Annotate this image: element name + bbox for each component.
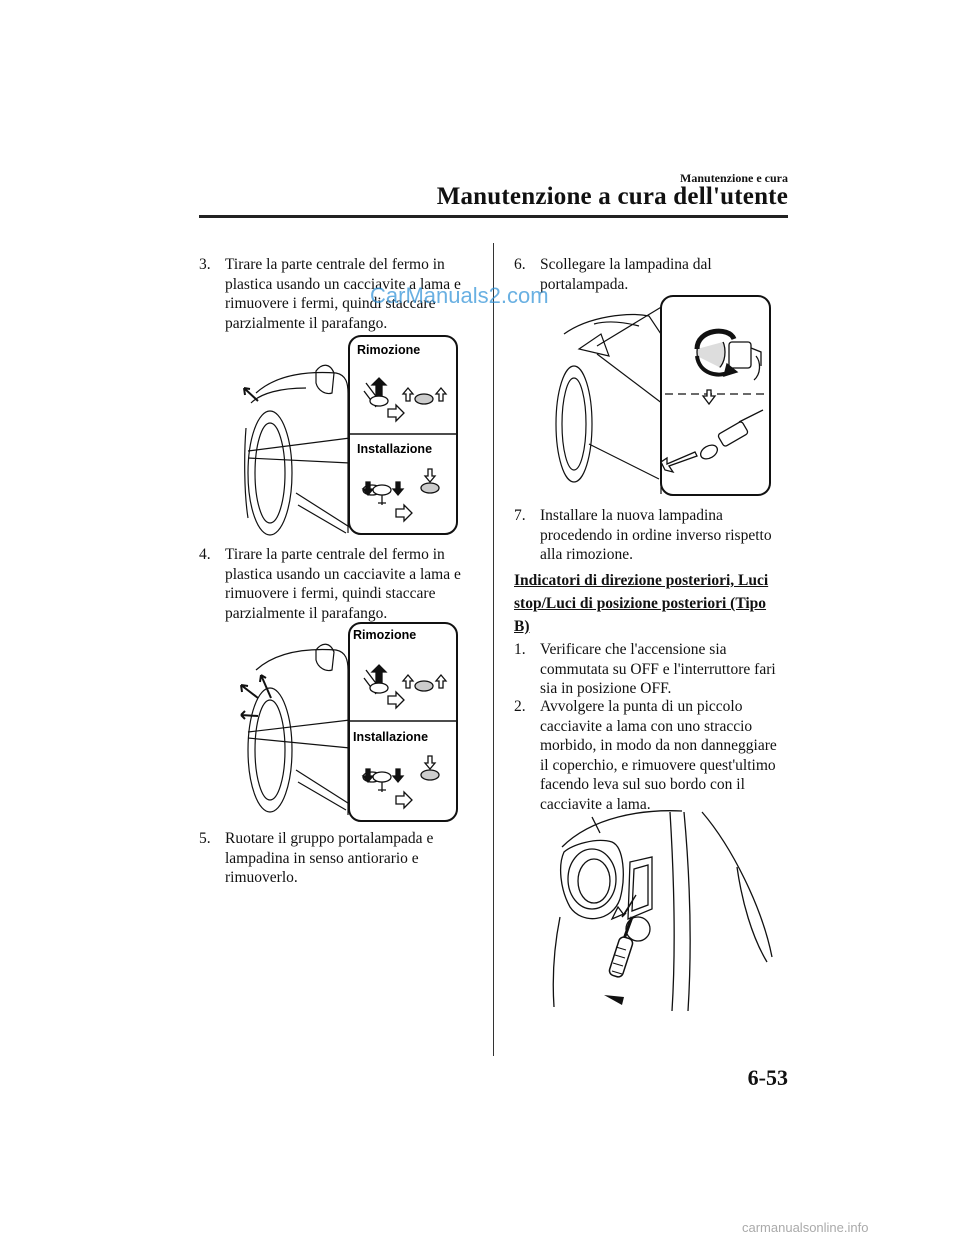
step-text: Scollegare la lampadina dal portalampada… xyxy=(540,256,712,293)
step-6: 6. Scollegare la lampadina dal portalamp… xyxy=(514,255,778,294)
step-text: Installare la nuova lampadina procedendo… xyxy=(540,507,772,563)
step-text: Verificare che l'accensione sia commutat… xyxy=(540,641,776,697)
step-4: 4. Tirare la parte centrale del fermo in… xyxy=(199,545,479,623)
step-text: Tirare la parte centrale del fermo in pl… xyxy=(225,256,461,332)
column-divider xyxy=(493,243,494,1056)
label-installation: Installazione xyxy=(353,730,428,744)
step-number: 7. xyxy=(514,507,526,524)
figure-fender-clips-1: Rimozione Installazione xyxy=(236,333,460,538)
step-5: 5. Ruotare il gruppo portalampada e lamp… xyxy=(199,829,479,888)
step-text: Avvolgere la punta di un piccolo cacciav… xyxy=(540,698,777,813)
step-b1: 1. Verificare che l'accensione sia commu… xyxy=(514,640,778,699)
step-number: 5. xyxy=(199,830,211,847)
page-title: Manutenzione a cura dell'utente xyxy=(436,183,788,210)
step-number: 4. xyxy=(199,546,211,563)
header-rule xyxy=(199,215,788,218)
page-number: 6-53 xyxy=(747,1065,788,1090)
step-7: 7. Installare la nuova lampadina procede… xyxy=(514,506,778,565)
step-number: 6. xyxy=(514,256,526,273)
figure-cover-removal xyxy=(552,807,776,1012)
step-text: Tirare la parte centrale del fermo in pl… xyxy=(225,546,461,622)
label-installation: Installazione xyxy=(357,442,432,456)
step-number: 3. xyxy=(199,256,211,273)
header-section-small: Manutenzione e cura xyxy=(680,171,788,185)
step-number: 1. xyxy=(514,641,526,658)
step-b2: 2. Avvolgere la punta di un piccolo cacc… xyxy=(514,697,784,814)
label-removal: Rimozione xyxy=(353,628,416,642)
footer-watermark: carmanualsonline.info xyxy=(742,1220,869,1235)
watermark: CarManuals2.com xyxy=(370,283,549,308)
section-heading: Indicatori di direzione posteriori, Luci… xyxy=(514,572,769,635)
label-removal: Rimozione xyxy=(357,343,420,357)
figure-bulb-removal xyxy=(549,294,773,498)
step-text: Ruotare il gruppo portalampada e lampadi… xyxy=(225,830,434,886)
figure-fender-clips-2: Rimozione Installazione xyxy=(236,620,460,825)
step-number: 2. xyxy=(514,698,526,715)
step-3: 3. Tirare la parte centrale del fermo in… xyxy=(199,255,479,333)
